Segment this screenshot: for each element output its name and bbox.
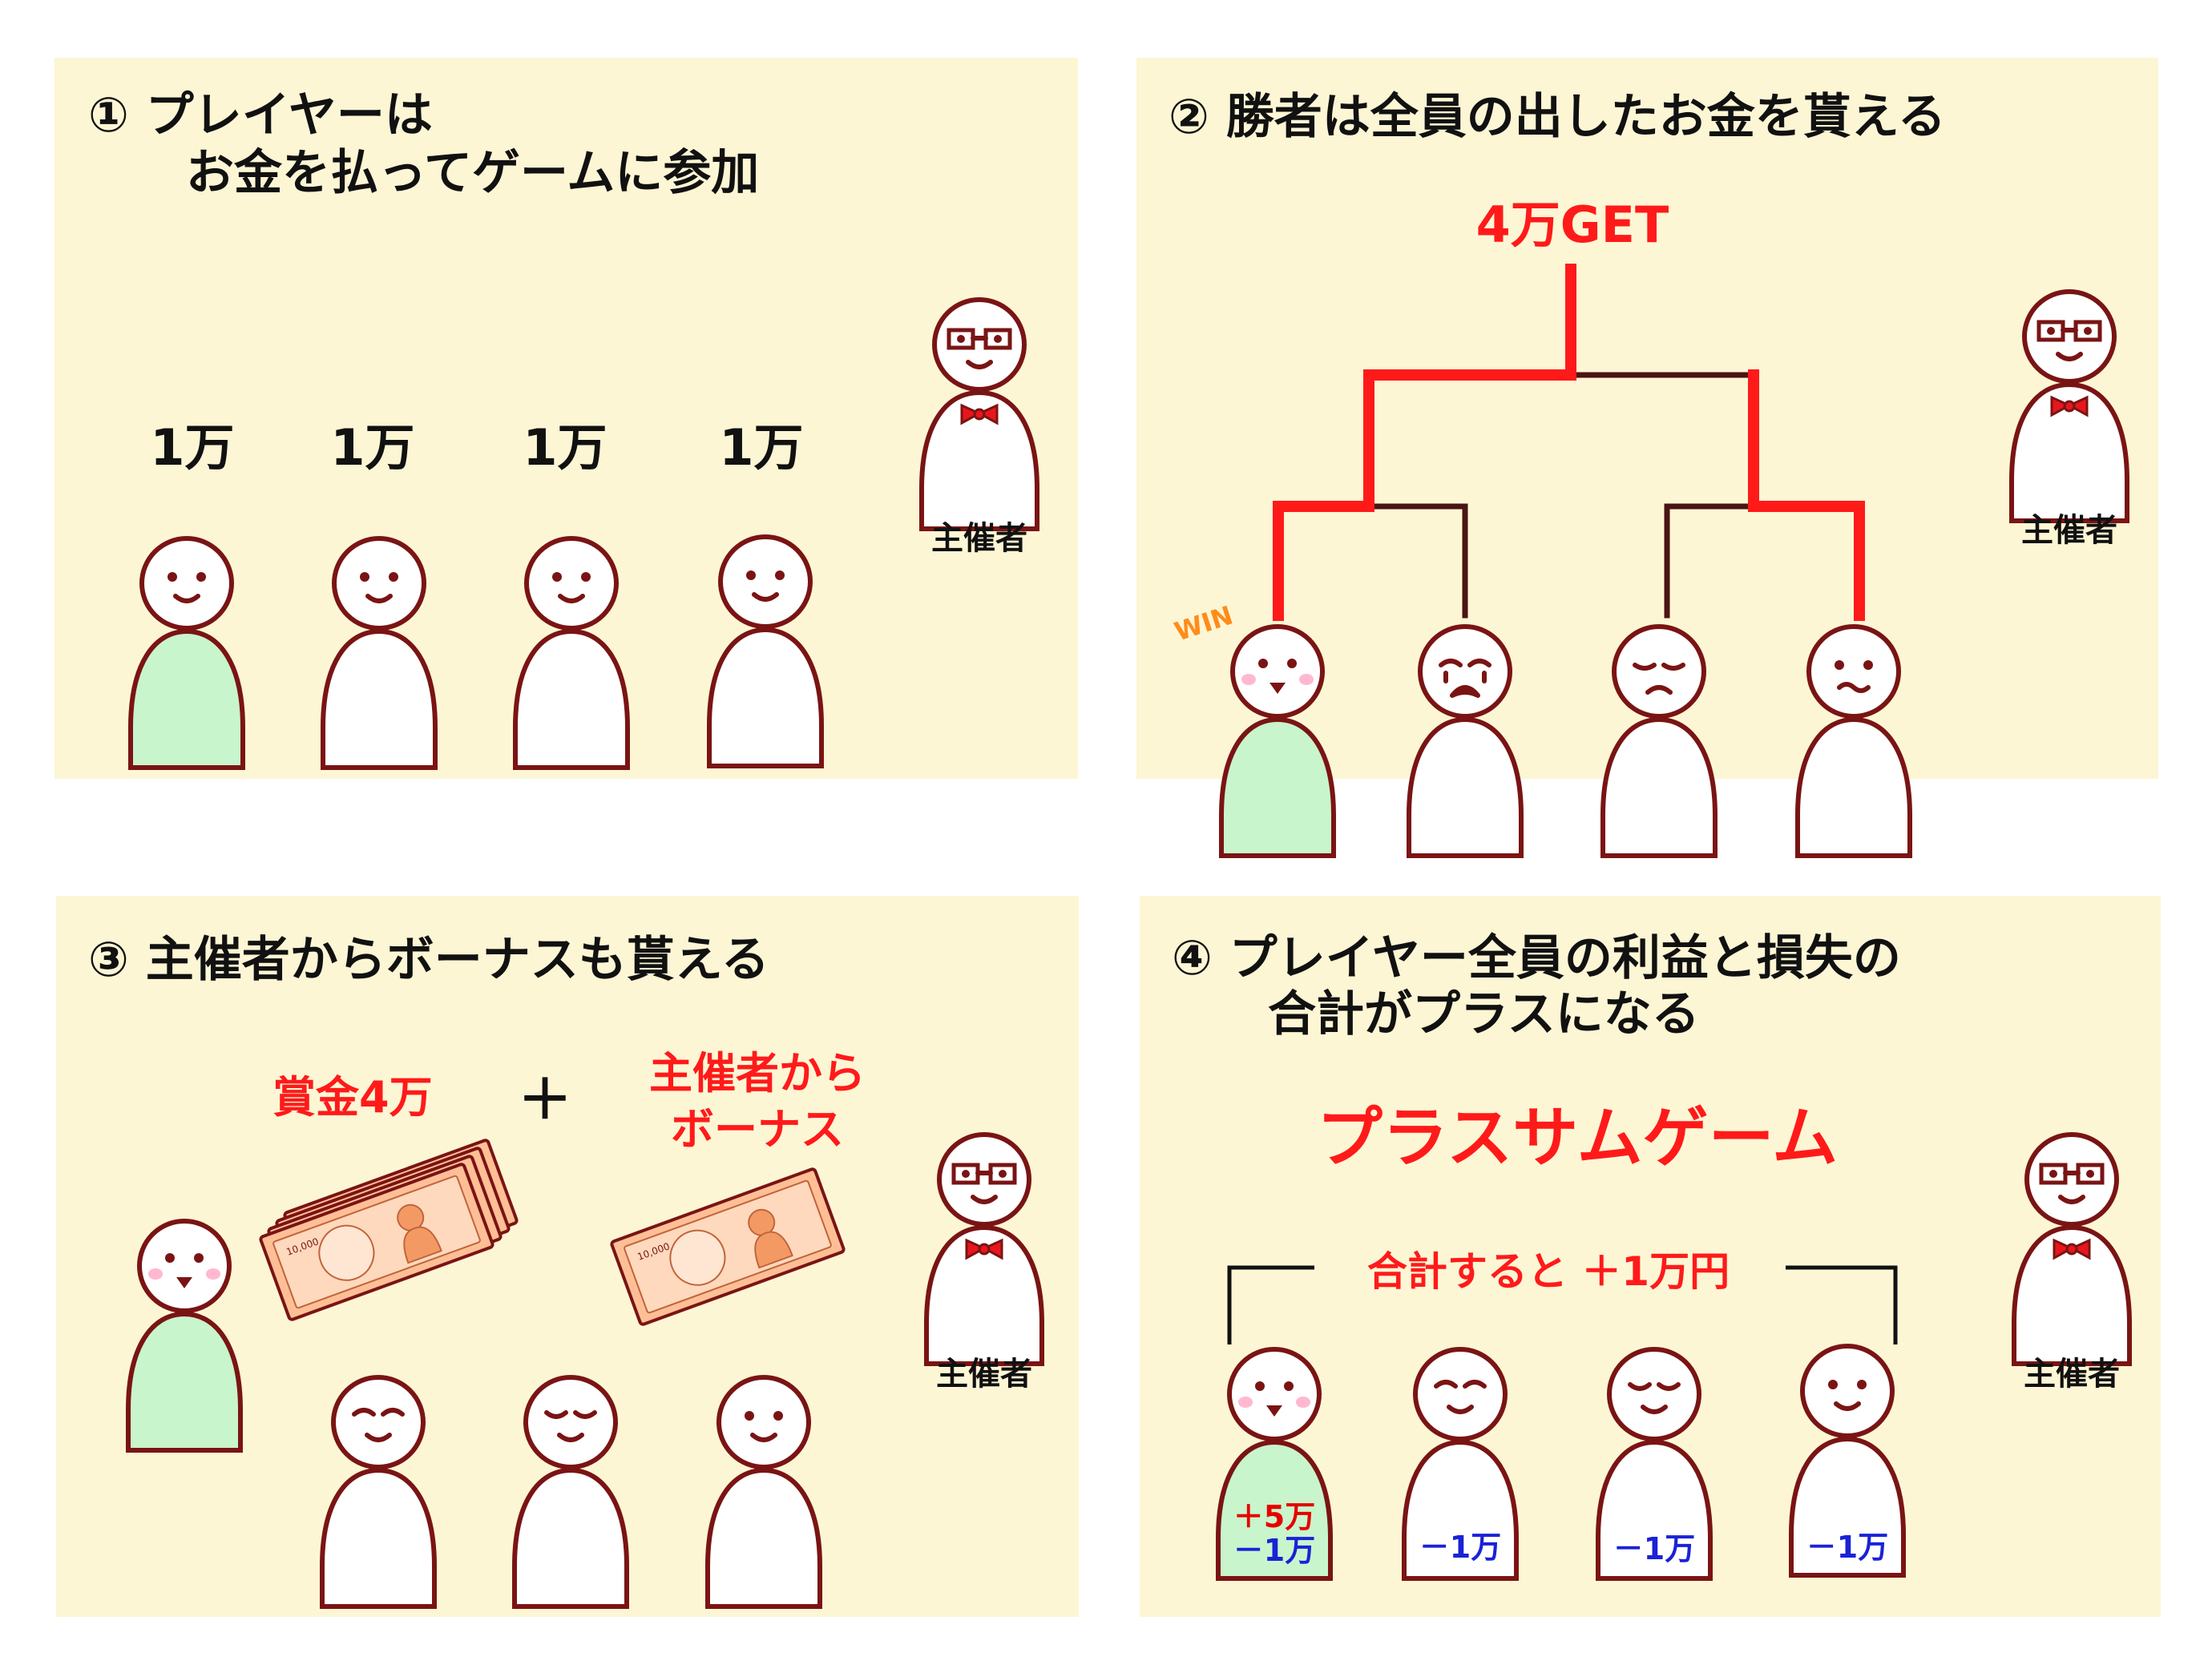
player-4-figure (709, 537, 821, 766)
sad-player-figure (1603, 627, 1715, 856)
panel-1: ① プレイヤーは お金を払ってゲームに参加 1万 1万 1万 1万 主催者 (54, 58, 1078, 779)
host-figure (2014, 1135, 2129, 1364)
plus-sign: ＋ (518, 1069, 572, 1132)
player-3-cost: －1万 (1613, 1531, 1695, 1566)
sum-label: 合計すると ＋1万円 (1367, 1248, 1730, 1295)
player-4-cost: －1万 (1806, 1530, 1888, 1565)
panel-4-title-line1: ④ プレイヤー全員の利益と損失の (1172, 930, 1901, 986)
panel-4-title-line2: 合計がプラスになる (1268, 986, 1700, 1042)
player-2-figure (323, 538, 435, 768)
bracket-right-finalist (1748, 369, 1865, 621)
panel-1-title-line2: お金を払ってゲームに参加 (186, 145, 759, 201)
sum-bracket-right (1786, 1265, 1898, 1344)
prize-label: 4万GET (1476, 196, 1669, 254)
winner-figure (128, 1221, 240, 1450)
content-player-figure (322, 1377, 434, 1606)
serene-player-figure (515, 1377, 627, 1606)
host-figure (922, 300, 1037, 529)
bonus-bill: 10,000 (609, 1167, 846, 1327)
panel-1-title-line1: ① プレイヤーは (88, 87, 433, 143)
smiling-player-figure (708, 1377, 820, 1606)
host-label: 主催者 (936, 1356, 1032, 1393)
player-2-amount: 1万 (330, 418, 414, 477)
sum-bracket-left (1227, 1265, 1314, 1344)
host-figure (926, 1135, 1042, 1364)
bonus-label-line2: ボーナス (671, 1104, 844, 1155)
prize-amount-label: 賞金4万 (272, 1072, 433, 1123)
player-2-cost: －1万 (1419, 1530, 1501, 1565)
bracket-left-loser (1366, 503, 1468, 619)
panel-2-title: ② 勝者は全員の出したお金を貰える (1169, 89, 1946, 145)
tournament-bracket (1273, 264, 1865, 621)
crying-player-figure (1409, 627, 1521, 856)
panel-3: ③ 主催者からボーナスも貰える 賞金4万 ＋ 主催者から ボーナス 10,000… (56, 896, 1079, 1617)
prize-bill-stack: 10,000 (258, 1138, 519, 1322)
bracket-right-loser (1664, 503, 1757, 619)
winner-figure (1221, 627, 1334, 856)
panel-4: ④ プレイヤー全員の利益と損失の 合計がプラスになる プラスサムゲーム 合計する… (1140, 896, 2161, 1617)
player-1-figure (131, 538, 243, 768)
bonus-label-line1: 主催者から (649, 1048, 866, 1099)
winner-cost: －1万 (1233, 1533, 1315, 1568)
game-name: プラスサムゲーム (1317, 1100, 1838, 1176)
panel-3-title: ③ 主催者からボーナスも貰える (88, 932, 769, 988)
panel-2: ② 勝者は全員の出したお金を貰える 4万GET WIN 主催者 (1136, 58, 2158, 856)
winner-gain: ＋5万 (1233, 1499, 1315, 1534)
player-4-amount: 1万 (719, 418, 803, 477)
host-figure (2012, 292, 2127, 521)
host-label: 主催者 (2021, 512, 2117, 549)
player-3-figure (515, 538, 628, 768)
host-label: 主催者 (931, 520, 1027, 557)
host-label: 主催者 (2024, 1356, 2120, 1393)
bracket-winner-path (1273, 264, 1576, 621)
worried-player-figure (1798, 627, 1910, 856)
player-1-amount: 1万 (150, 418, 234, 477)
player-3-amount: 1万 (523, 418, 607, 477)
